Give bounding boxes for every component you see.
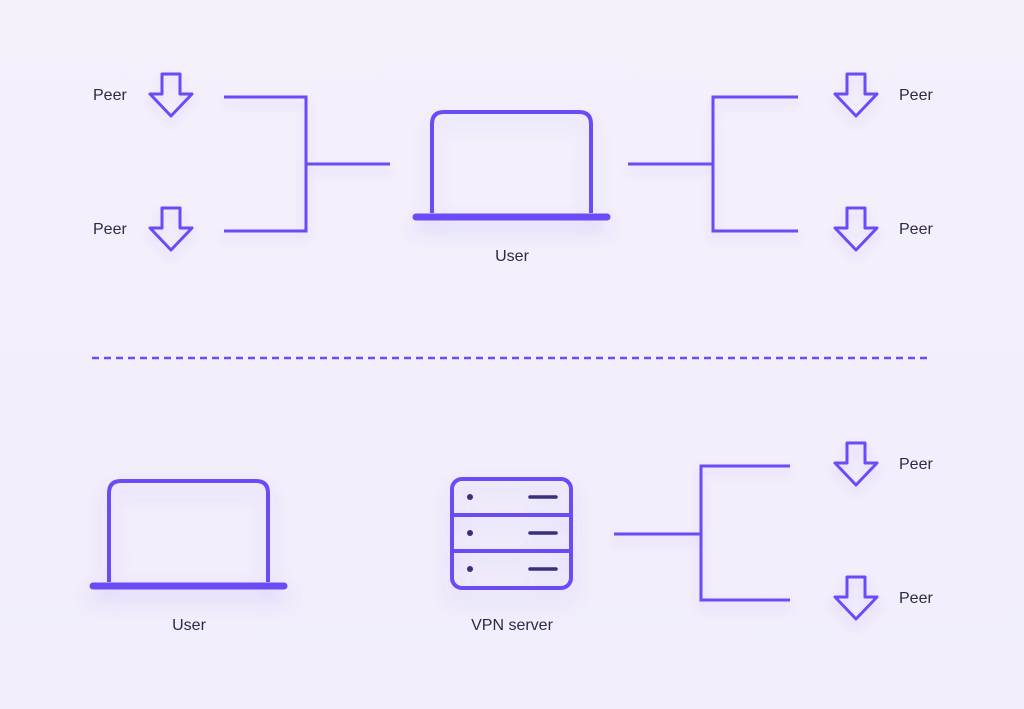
user-label: User [172,617,206,634]
bottom-right-peer-2: Peer [833,575,933,621]
top-left-peer-1: Peer [93,72,194,118]
peer-label: Peer [899,87,933,104]
top-left-peer-2: Peer [93,206,194,252]
bottom-right-peer-1: Peer [833,441,933,487]
bottom-section: User VPN server Peer Peer [89,441,933,634]
laptop-icon [412,110,611,221]
download-arrow-icon [833,575,879,621]
top-right-peer-2: Peer [833,206,933,252]
server-icon [450,477,573,590]
download-arrow-icon [148,206,194,252]
server-bracket-connector [614,464,790,602]
top-right-peer-1: Peer [833,72,933,118]
download-arrow-icon [833,441,879,487]
download-arrow-icon [833,72,879,118]
peer-label: Peer [93,87,127,104]
vpn-server-label: VPN server [471,617,553,634]
download-arrow-icon [833,206,879,252]
user-label: User [495,248,529,265]
download-arrow-icon [148,72,194,118]
right-bracket-connector [628,95,798,233]
left-bracket-connector [224,95,390,233]
laptop-icon [89,479,288,590]
peer-label: Peer [93,221,127,238]
peer-label: Peer [899,221,933,238]
top-section: Peer Peer User Peer Peer [93,72,933,265]
peer-label: Peer [899,456,933,473]
peer-label: Peer [899,590,933,607]
